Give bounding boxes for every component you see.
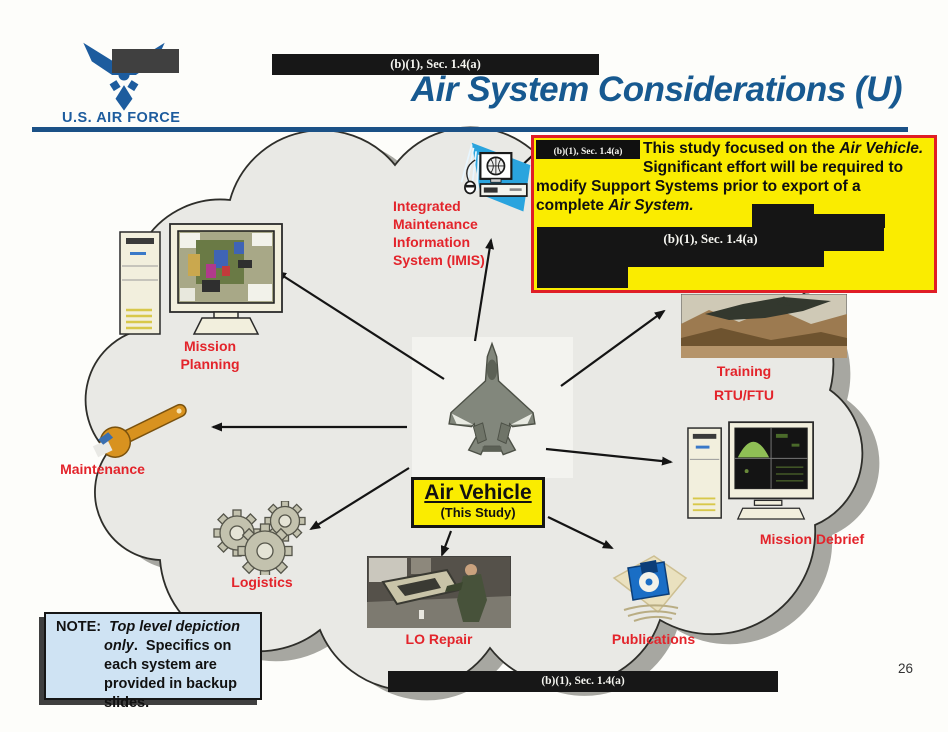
logo-redaction-bar — [112, 49, 179, 73]
label-rtu-ftu: RTU/FTU — [714, 387, 774, 403]
label-mission-debrief: Mission Debrief — [759, 531, 865, 547]
usaf-brand-text: U.S. AIR FORCE — [62, 110, 181, 126]
label-publications: Publications — [611, 631, 696, 647]
label-lo-repair: LO Repair — [405, 631, 473, 647]
callout-seg1: This study focused on the — [643, 140, 840, 157]
training-photo — [681, 294, 847, 358]
note-prefix: NOTE: — [56, 619, 110, 635]
callout-redaction-chip: (b)(1), Sec. 1.4(a) — [536, 140, 640, 159]
lo-repair-photo — [367, 556, 511, 628]
page-title: Air System Considerations (U) — [410, 70, 903, 109]
air-vehicle-title: Air Vehicle — [424, 481, 532, 504]
note-rest: . Specifics on each system are provided … — [104, 638, 241, 711]
callout-box: (b)(1), Sec. 1.4(a)This study focused on… — [531, 135, 937, 293]
callout-redaction-block-c — [537, 251, 824, 267]
mission-debrief-computer-icon — [687, 421, 814, 520]
air-vehicle-subtitle: (This Study) — [440, 505, 516, 520]
logistics-gears-icon — [213, 501, 306, 575]
note-text: NOTE: Top level depiction only. Specific… — [52, 618, 254, 713]
bottom-redaction-bar: (b)(1), Sec. 1.4(a) — [388, 671, 778, 692]
f22-top-view-icon — [448, 341, 536, 456]
label-logistics: Logistics — [231, 574, 293, 590]
callout-redaction-label: (b)(1), Sec. 1.4(a) — [663, 231, 758, 246]
label-mission-planning: Mission Planning — [180, 338, 240, 372]
callout-seg2-italic: Air Vehicle. — [839, 140, 924, 157]
page-number: 26 — [898, 661, 914, 676]
top-redaction-label: (b)(1), Sec. 1.4(a) — [390, 57, 481, 71]
note-box: NOTE: Top level depiction only. Specific… — [44, 612, 262, 711]
publications-disk-icon — [612, 555, 688, 622]
mission-planning-computer-icon — [119, 223, 283, 335]
note-italic-segment: Top level depiction only — [104, 619, 244, 654]
callout-redaction-block-a — [752, 204, 814, 228]
imis-computer-icon — [460, 142, 531, 212]
callout-redaction-block-b — [814, 214, 885, 228]
top-redaction-bar: (b)(1), Sec. 1.4(a) — [272, 54, 599, 75]
air-vehicle-label-box: Air Vehicle (This Study) — [411, 477, 545, 528]
callout-seg3: Significant effort will be required to m… — [536, 140, 932, 214]
callout-redaction-block-d — [537, 267, 628, 288]
label-training: Training — [716, 363, 772, 379]
label-maintenance: Maintenance — [60, 461, 145, 477]
usaf-logo-icon — [83, 42, 165, 111]
header-rule — [32, 127, 908, 132]
callout-seg4-italic: Air System. — [608, 197, 694, 214]
maintenance-wrench-icon — [92, 403, 187, 458]
bottom-redaction-label: (b)(1), Sec. 1.4(a) — [541, 675, 625, 687]
callout-redaction-block-main: (b)(1), Sec. 1.4(a) — [537, 227, 884, 251]
label-imis: Integrated Maintenance Information Syste… — [393, 198, 485, 268]
callout-text: (b)(1), Sec. 1.4(a)This study focused on… — [534, 138, 934, 215]
